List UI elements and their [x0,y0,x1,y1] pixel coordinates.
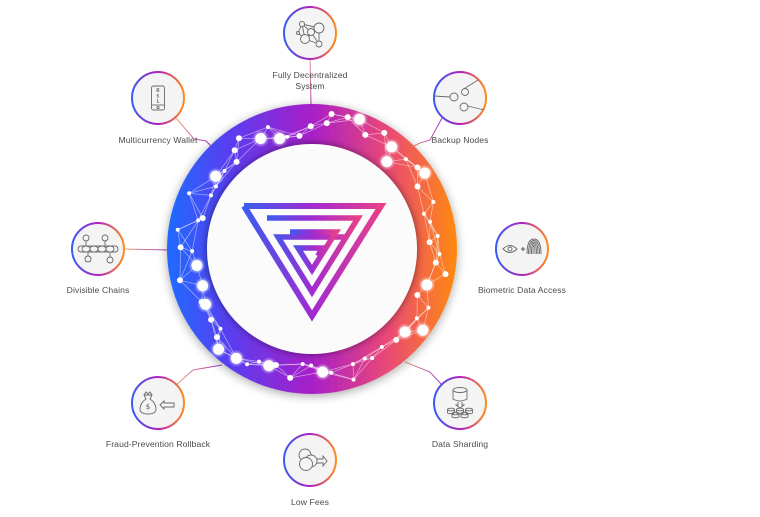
svg-text:$: $ [146,403,150,411]
svg-text:Ł: Ł [156,99,160,105]
backup-nodes-label: Backup Nodes [431,135,488,146]
divisible-chains-connector [124,249,170,250]
backup-nodes-node[interactable] [434,72,486,124]
fully-decentralized-system-node[interactable] [284,7,336,59]
icon-badge [434,72,486,124]
low-fees-label: Low Fees [291,497,329,508]
icon-badge [132,377,184,429]
data-sharding-node[interactable] [434,377,486,429]
label-line: Backup Nodes [431,135,488,146]
biometric-data-access-label: Biometric Data Access [478,285,566,296]
label-line: System [273,81,348,92]
icon-badge [434,377,486,429]
label-line: Multicurrency Wallet [118,135,197,146]
label-line: Low Fees [291,497,329,508]
central-ring [167,104,457,394]
label-line: Divisible Chains [67,285,130,296]
fraud-prevention-rollback-node[interactable]: $ [132,377,184,429]
divisible-chains-label: Divisible Chains [67,285,130,296]
data-sharding-label: Data Sharding [432,439,488,450]
label-line: Fully Decentralized [273,70,348,81]
fraud-prevention-rollback-label: Fraud-Prevention Rollback [106,439,210,450]
label-line: Data Sharding [432,439,488,450]
multicurrency-wallet-label: Multicurrency Wallet [118,135,197,146]
label-line: Fraud-Prevention Rollback [106,439,210,450]
biometric-data-access-node[interactable] [496,223,548,275]
data-sharding-connector [405,362,442,385]
fraud-prevention-rollback-connector [176,365,222,385]
divisible-chains-node[interactable] [72,223,124,275]
label-line: Biometric Data Access [478,285,566,296]
multicurrency-wallet-node[interactable]: Ƀ$Ł [132,72,184,124]
low-fees-node[interactable] [284,434,336,486]
